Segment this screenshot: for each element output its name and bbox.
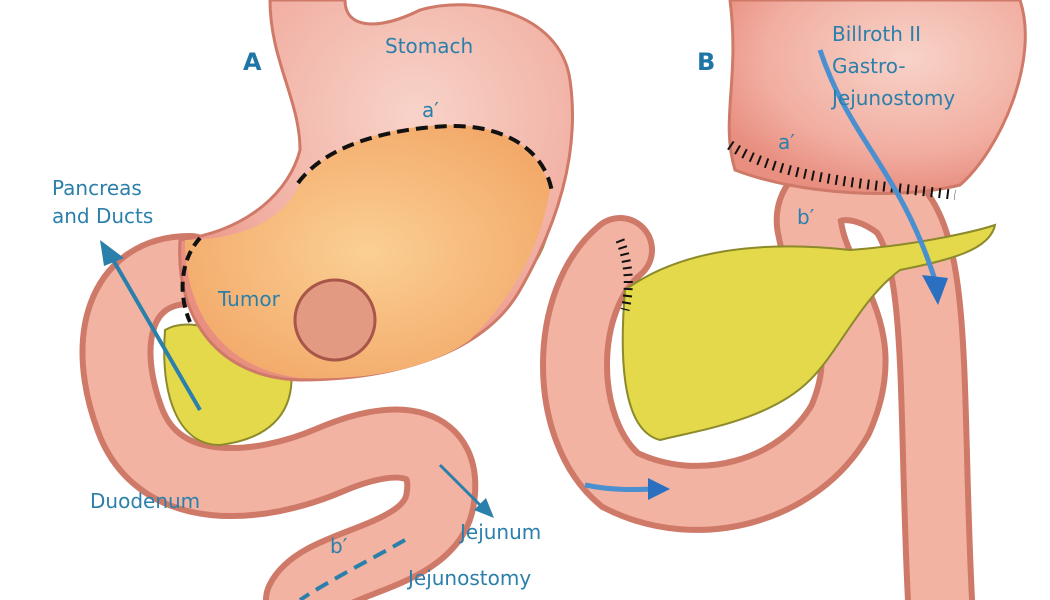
panel-a-resected-region (185, 125, 550, 379)
label-b-prime: b′ (330, 534, 348, 558)
label-billroth-line3: Jejunostomy (832, 86, 956, 110)
panel-b-stomach-remnant (727, 0, 1027, 195)
flow-arrow-down (817, 49, 948, 305)
label-stomach: Stomach (385, 34, 474, 58)
label-b-b-prime: b′ (797, 205, 815, 229)
panel-a-cut-line-b (298, 538, 406, 600)
label-billroth-line2: Gastro- (832, 54, 906, 78)
flow-arrow-bottom (584, 478, 670, 500)
panel-a-cut-line-duodenum (180, 236, 202, 323)
panel-b-letter: B (697, 48, 716, 76)
panel-a-letter: A (243, 48, 262, 76)
panel-a-cut-line-a (296, 123, 554, 193)
panel-b-duodenal-stump-sutures (615, 238, 633, 312)
tumor-mass (293, 278, 377, 362)
label-tumor: Tumor (218, 287, 280, 311)
label-a-prime: a′ (422, 98, 439, 122)
label-duodenum: Duodenum (90, 489, 201, 513)
pancreas-arrow (100, 240, 202, 412)
label-b-a-prime: a′ (778, 130, 795, 154)
label-pancreas-line2: and Ducts (52, 204, 154, 228)
label-jejunostomy: Jejunostomy (408, 566, 532, 590)
panel-a-intestine (79, 233, 479, 600)
label-pancreas-line1: Pancreas (52, 176, 142, 200)
jejunum-arrow (438, 463, 494, 518)
panel-b-anastomosis-sutures (727, 140, 956, 200)
label-jejunum: Jejunum (460, 520, 542, 544)
panel-b-pancreas (621, 223, 997, 442)
label-billroth-line1: Billroth II (832, 22, 922, 46)
